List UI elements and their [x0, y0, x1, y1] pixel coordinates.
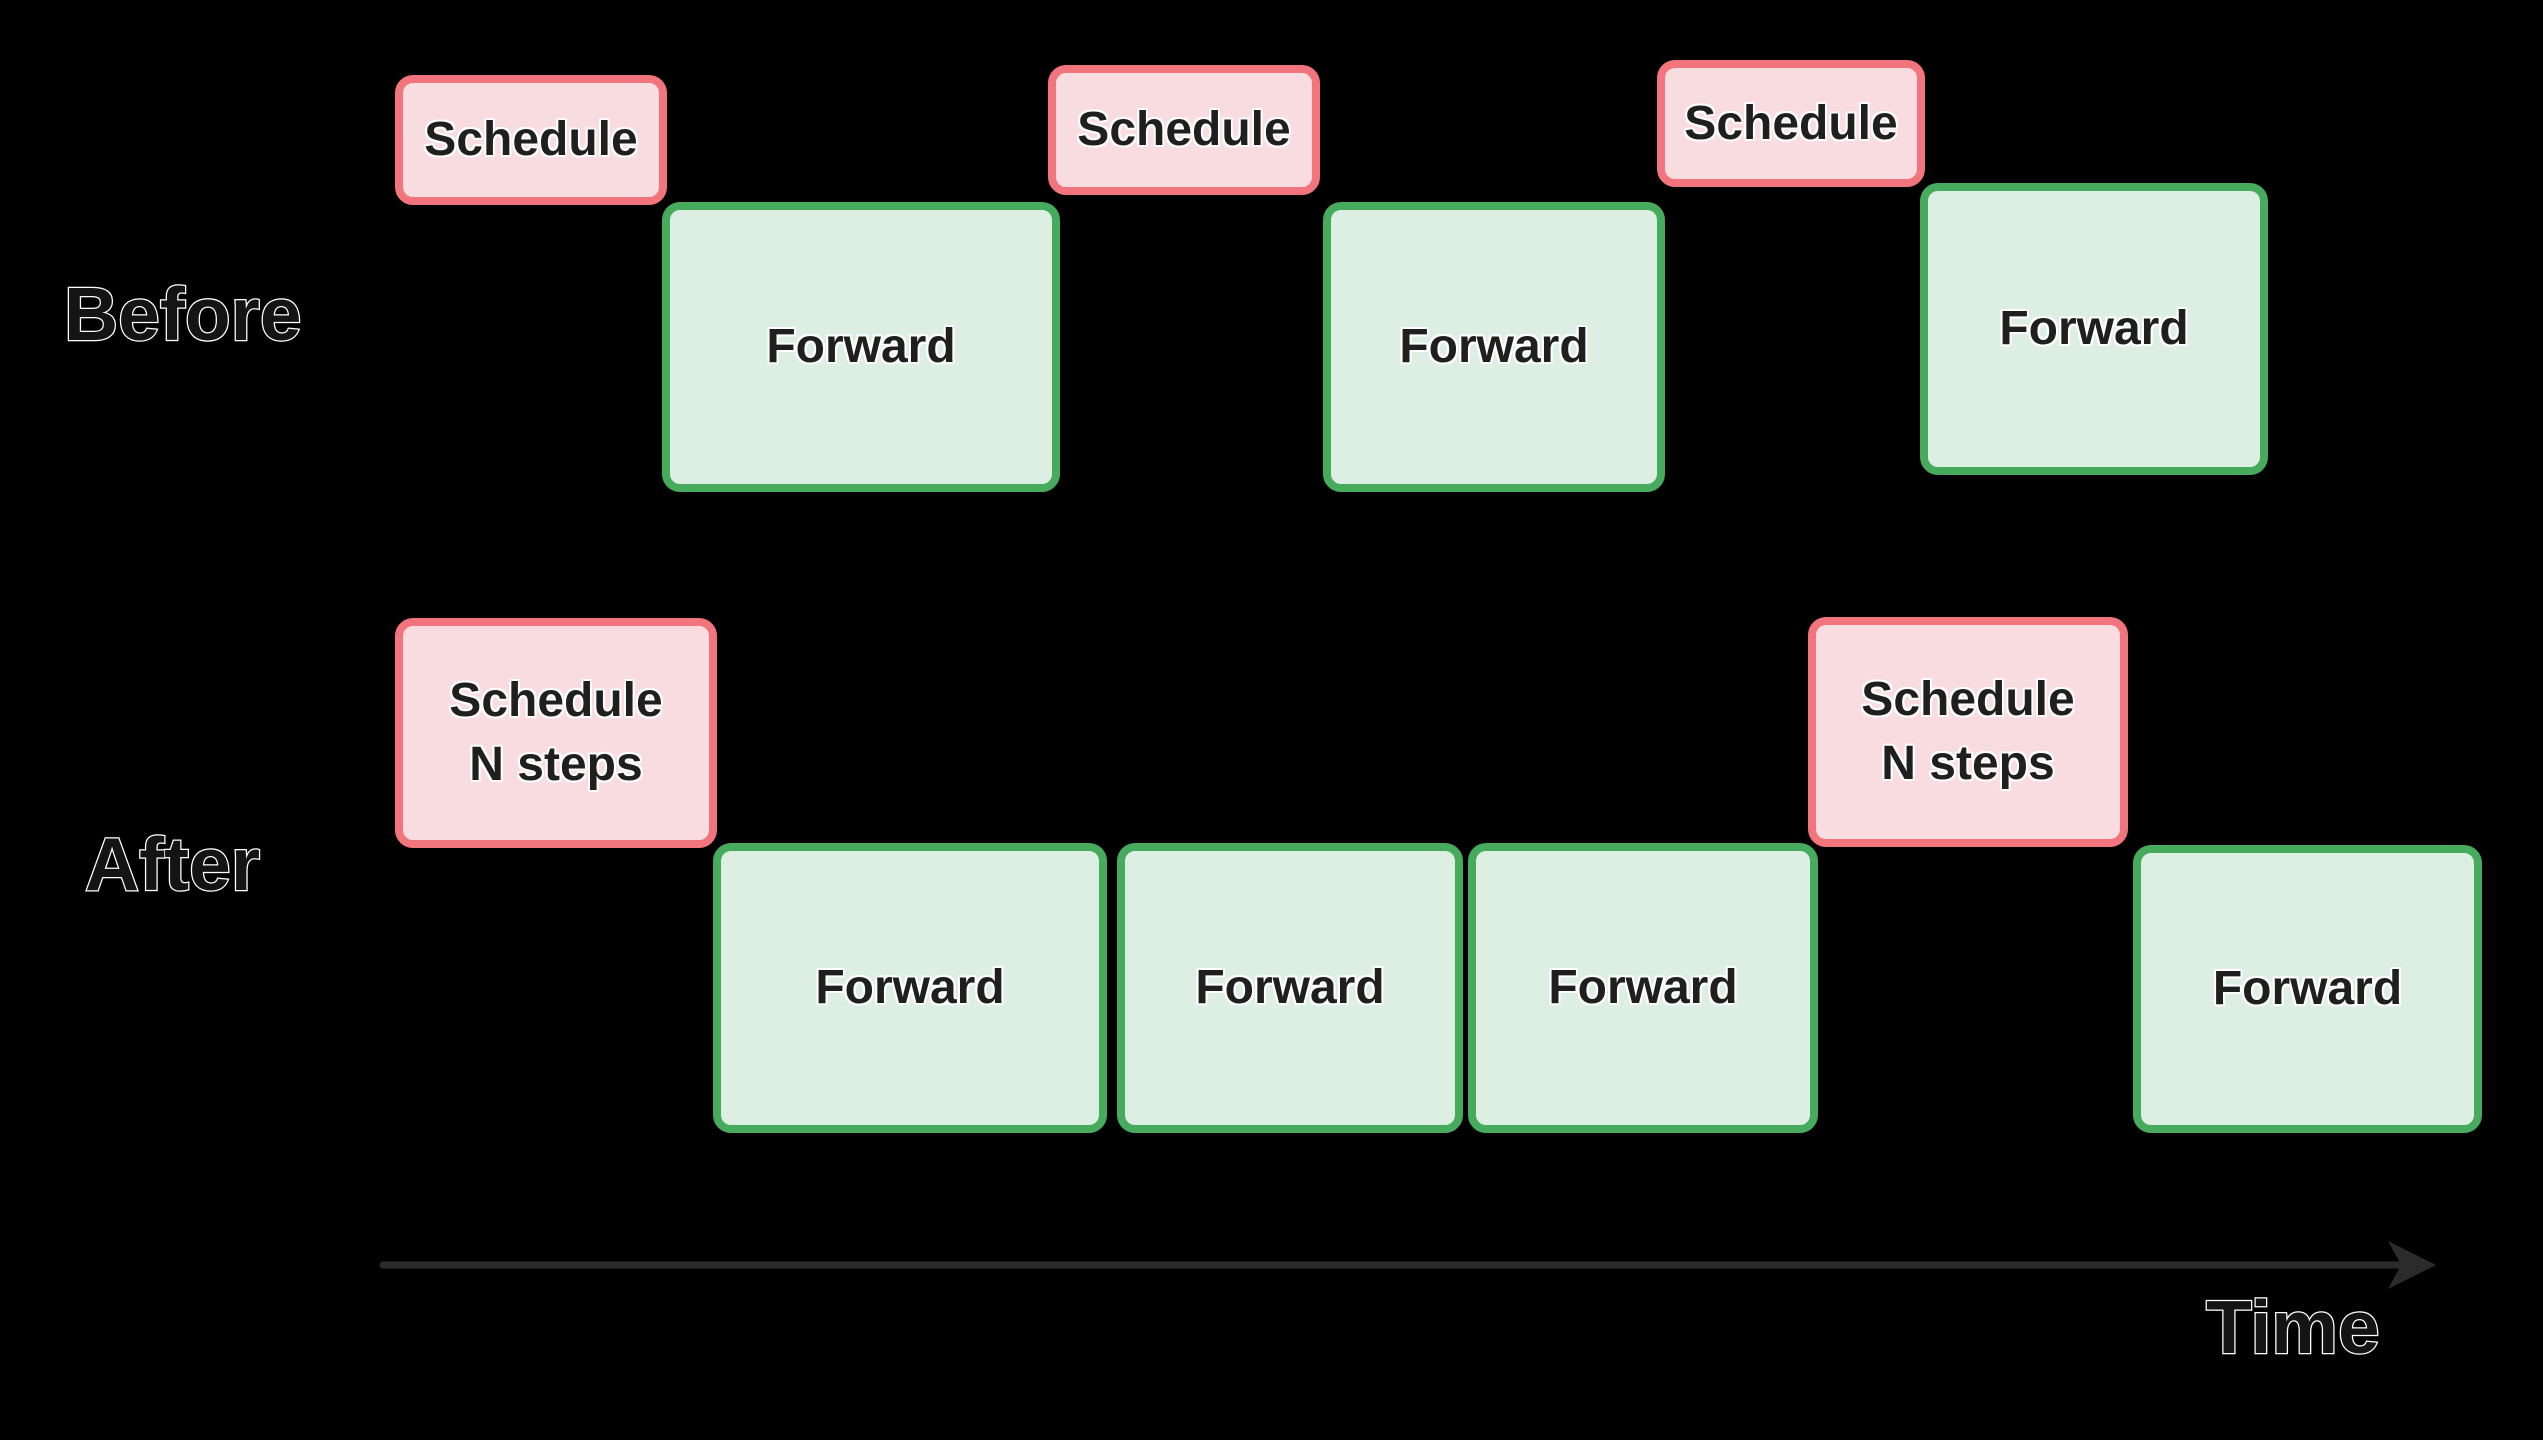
- after-forward-box-2: Forward: [1117, 843, 1463, 1133]
- time-arrow-head-icon: [2388, 1241, 2436, 1289]
- after-forward-box-2-label: Forward: [1195, 961, 1385, 1015]
- before-forward-box-3-label: Forward: [1999, 302, 2189, 356]
- after-schedule-nsteps-box-2-line1: Schedule: [1861, 673, 2075, 727]
- after-forward-box-1-label: Forward: [815, 961, 1005, 1015]
- after-forward-box-3-label: Forward: [1548, 961, 1738, 1015]
- after-schedule-nsteps-box-2-line2: N steps: [1881, 737, 2055, 790]
- after-forward-box-1: Forward: [713, 843, 1107, 1133]
- before-forward-box-3: Forward: [1920, 183, 2268, 475]
- after-schedule-nsteps-box-1: Schedule N steps: [395, 618, 717, 848]
- before-schedule-box-1-label: Schedule: [424, 113, 638, 167]
- before-forward-box-2: Forward: [1323, 202, 1665, 492]
- before-forward-box-1-label: Forward: [766, 320, 956, 374]
- after-forward-box-3: Forward: [1468, 843, 1818, 1133]
- before-forward-box-2-label: Forward: [1399, 320, 1589, 374]
- before-schedule-box-3: Schedule: [1657, 60, 1925, 187]
- row-label-after: After: [84, 822, 262, 906]
- after-schedule-nsteps-box-2: Schedule N steps: [1808, 617, 2128, 847]
- after-forward-box-4: Forward: [2133, 845, 2482, 1133]
- before-schedule-box-2: Schedule: [1048, 65, 1320, 195]
- time-axis-label: Time: [2205, 1285, 2381, 1369]
- before-schedule-box-2-label: Schedule: [1077, 103, 1291, 157]
- before-schedule-box-3-label: Schedule: [1684, 96, 1898, 150]
- row-label-before: Before: [63, 272, 303, 356]
- after-schedule-nsteps-box-1-line1: Schedule: [449, 674, 663, 728]
- before-schedule-box-1: Schedule: [395, 75, 667, 205]
- after-forward-box-4-label: Forward: [2212, 962, 2403, 1016]
- after-schedule-nsteps-box-1-line2: N steps: [469, 738, 643, 791]
- before-forward-box-1: Forward: [662, 202, 1060, 492]
